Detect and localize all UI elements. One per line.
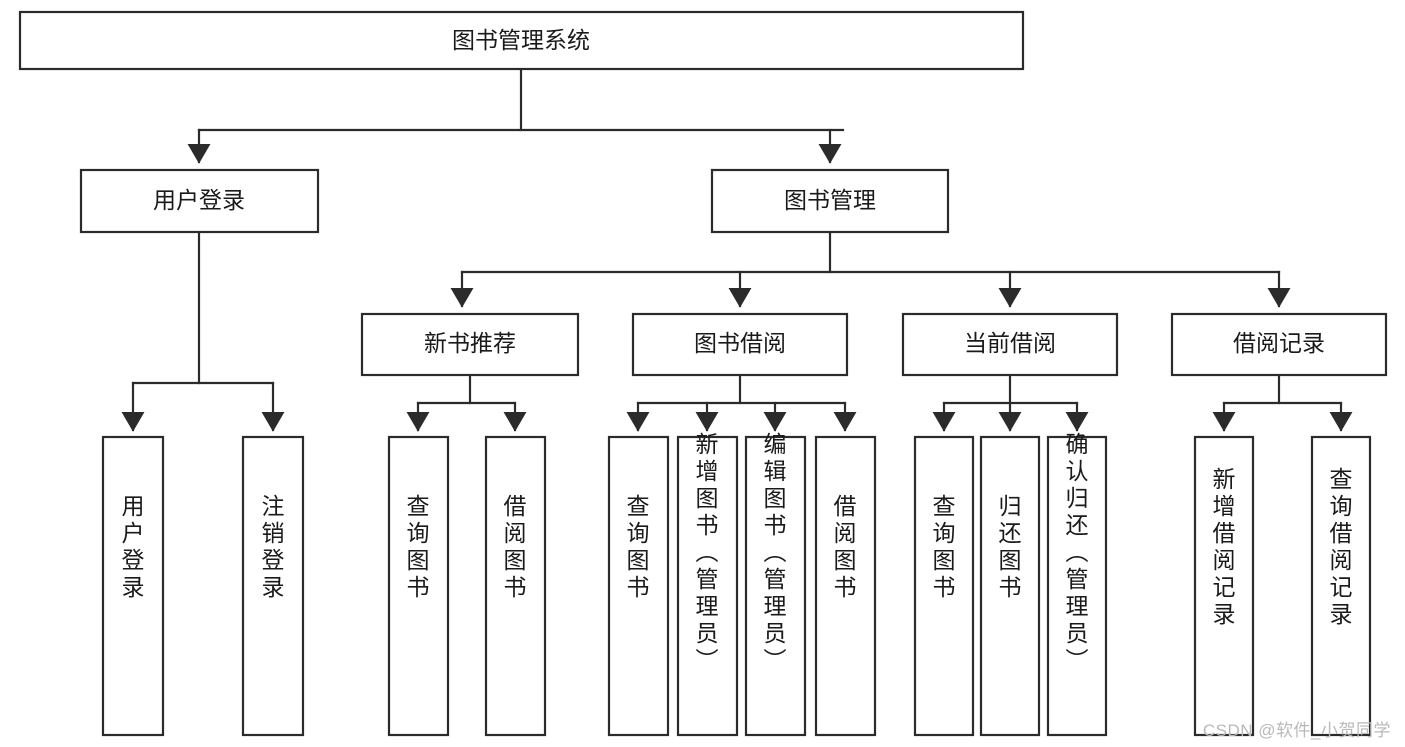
node-root-book-management-system[interactable]: 图书管理系统: [18, 10, 1025, 71]
node-box: [1193, 435, 1255, 737]
node-label: 用户登录: [122, 493, 145, 600]
node-label: 新增图书︵管理员︶: [696, 431, 719, 673]
node-label: 查询图书: [407, 493, 430, 600]
node-leaf-user-login-logout[interactable]: 注销登录: [241, 435, 305, 737]
node-label: 用户登录: [153, 187, 245, 213]
node-box: [631, 312, 849, 377]
node-leaf-newbook-query-book[interactable]: 查询图书: [387, 435, 450, 737]
node-leaf-current-confirm-return-admin[interactable]: 确认归还︵管理员︶: [1046, 431, 1108, 737]
node-box: [360, 312, 580, 377]
node-box: [744, 435, 807, 737]
node-leaf-borrow-query-book[interactable]: 查询图书: [607, 435, 670, 737]
node-leaf-user-login-login[interactable]: 用户登录: [101, 435, 165, 737]
node-leaf-newbook-borrow-book[interactable]: 借阅图书: [484, 435, 547, 737]
node-box: [101, 435, 165, 737]
node-box: [676, 435, 739, 737]
node-leaf-record-add-record[interactable]: 新增借阅记录: [1193, 435, 1255, 737]
edges-group: [121, 67, 1353, 432]
node-label: 借阅记录: [1233, 330, 1325, 356]
node-book-management[interactable]: 图书管理: [710, 168, 950, 234]
node-current-borrow[interactable]: 当前借阅: [901, 312, 1119, 377]
node-box: [710, 168, 950, 234]
node-label: 当前借阅: [964, 330, 1056, 356]
node-box: [241, 435, 305, 737]
node-book-borrow[interactable]: 图书借阅: [631, 312, 849, 377]
node-box: [387, 435, 450, 737]
node-label: 图书管理: [784, 187, 876, 213]
node-box: [1170, 312, 1388, 377]
node-label: 借阅图书: [504, 493, 527, 600]
node-box: [18, 10, 1025, 71]
node-borrow-record[interactable]: 借阅记录: [1170, 312, 1388, 377]
node-box: [1046, 435, 1108, 737]
node-label: 编辑图书︵管理员︶: [764, 431, 787, 673]
node-label: 注销登录: [262, 493, 285, 600]
node-label: 图书管理系统: [452, 27, 590, 53]
node-box: [814, 435, 877, 737]
node-label: 归还图书: [999, 493, 1022, 600]
node-label: 借阅图书: [834, 493, 857, 600]
node-leaf-borrow-borrow-book[interactable]: 借阅图书: [814, 435, 877, 737]
node-leaf-current-return-book[interactable]: 归还图书: [979, 435, 1041, 737]
node-label: 查询借阅记录: [1330, 466, 1353, 627]
node-box: [607, 435, 670, 737]
node-leaf-record-query-record[interactable]: 查询借阅记录: [1310, 435, 1372, 737]
node-leaf-borrow-add-book-admin[interactable]: 新增图书︵管理员︶: [676, 431, 739, 737]
node-leaf-borrow-edit-book-admin[interactable]: 编辑图书︵管理员︶: [744, 431, 807, 737]
node-box: [79, 168, 320, 234]
node-label: 确认归还︵管理员︶: [1066, 431, 1089, 673]
node-box: [901, 312, 1119, 377]
node-leaf-current-query-book[interactable]: 查询图书: [913, 435, 975, 737]
node-label: 新书推荐: [424, 330, 516, 356]
node-label: 查询图书: [627, 493, 650, 600]
node-new-book-recommend[interactable]: 新书推荐: [360, 312, 580, 377]
node-label: 新增借阅记录: [1213, 466, 1236, 627]
node-box: [1310, 435, 1372, 737]
node-label: 查询图书: [933, 493, 956, 600]
watermark: CSDN @软件_小贺同学: [1202, 721, 1391, 740]
node-box: [913, 435, 975, 737]
node-label: 图书借阅: [694, 330, 786, 356]
node-box: [484, 435, 547, 737]
node-box: [979, 435, 1041, 737]
node-user-login[interactable]: 用户登录: [79, 168, 320, 234]
